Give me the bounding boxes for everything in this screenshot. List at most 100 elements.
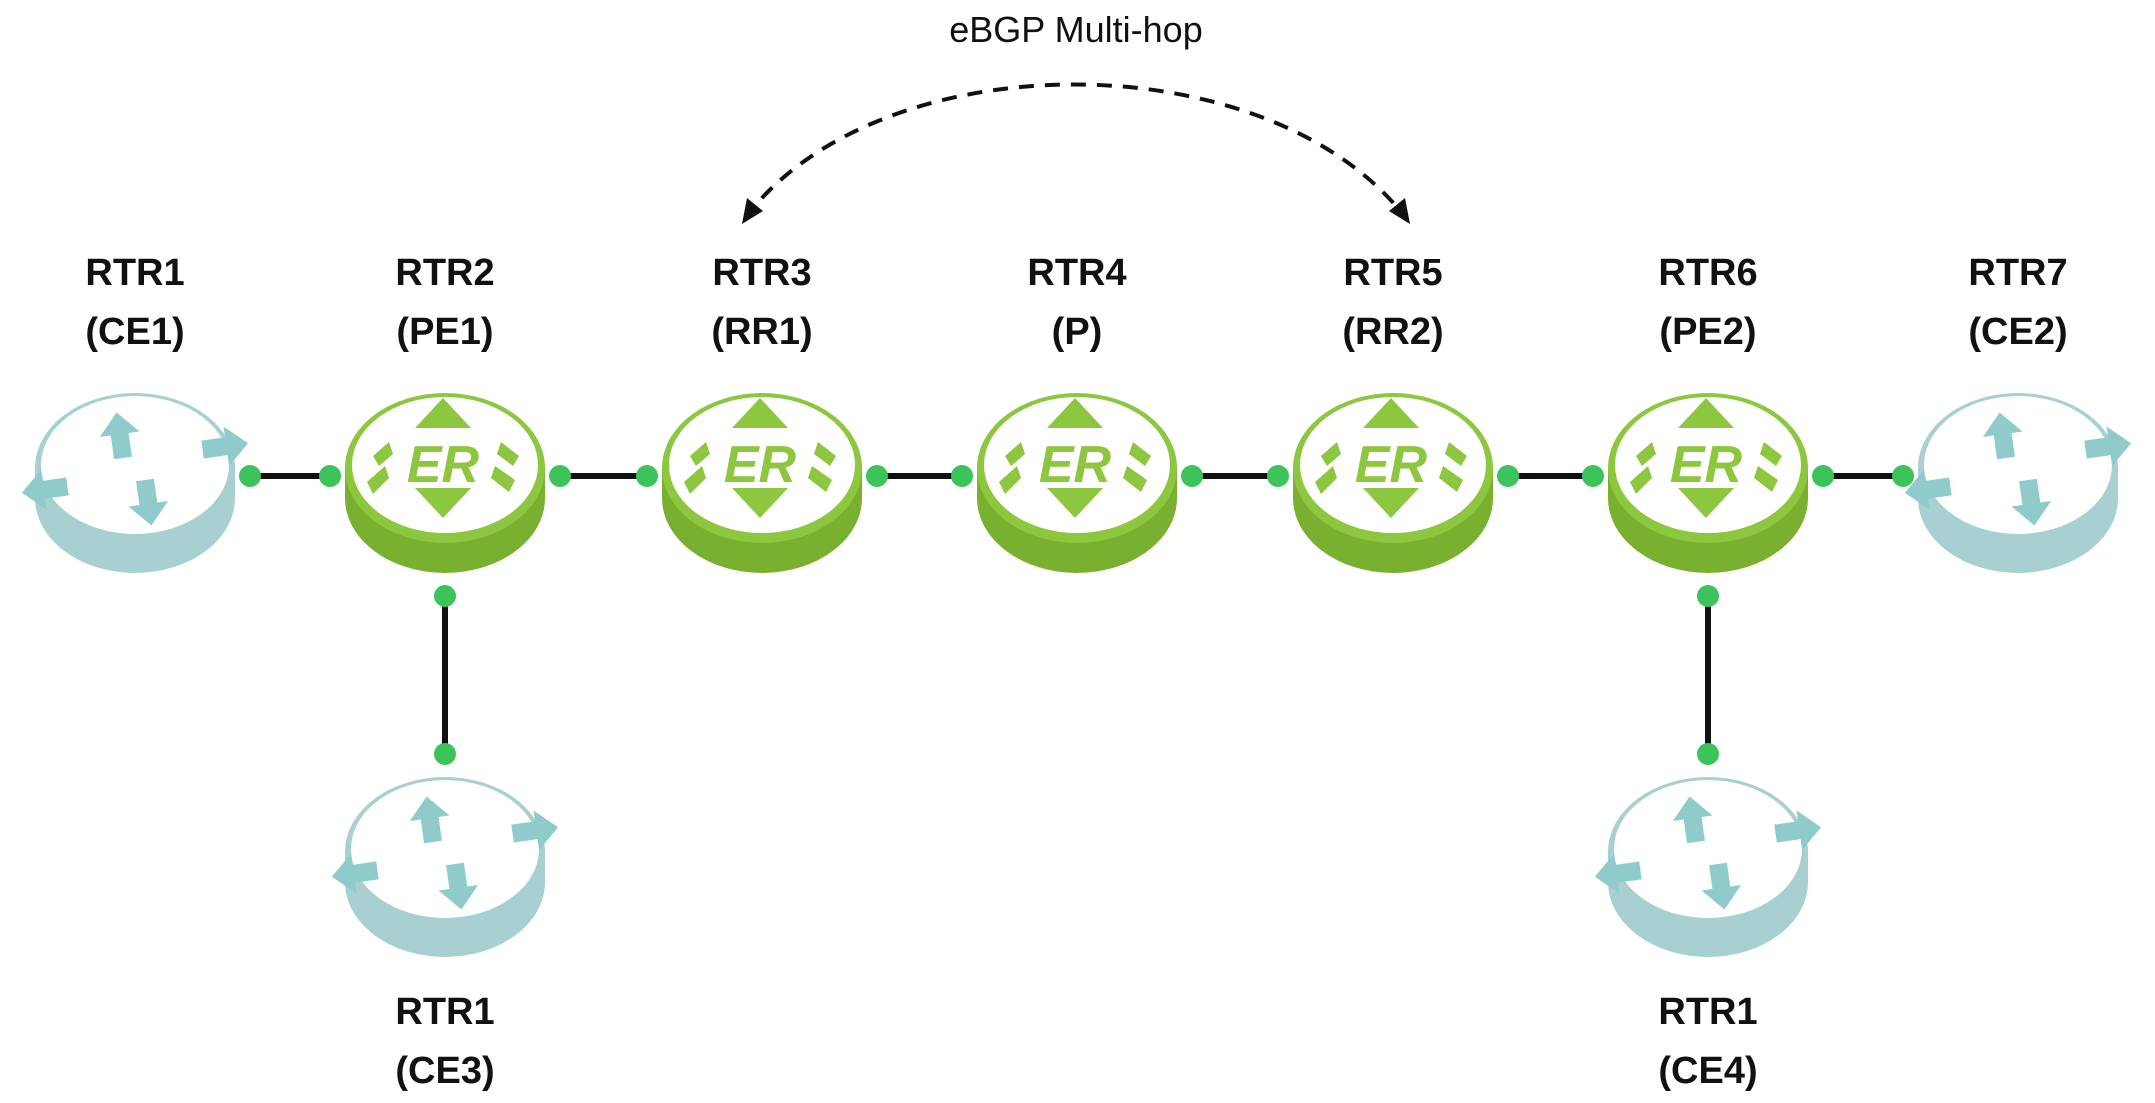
er-router-icon: ER [999, 398, 1151, 518]
port-dot [1812, 465, 1834, 487]
er-router-icon: ER [684, 398, 836, 518]
link-rtr4-rtr5 [1181, 465, 1289, 487]
triangle-up-icon [1363, 398, 1419, 428]
router-top [352, 397, 538, 533]
router-arrows-icon [1594, 796, 1822, 910]
er-logo-text: ER [407, 436, 480, 494]
router-name: RTR1 [1658, 991, 1757, 1033]
chevron-right-icon [808, 466, 832, 492]
router-label-rtr1_ce4: RTR1 (CE4) [1658, 991, 1757, 1092]
chevron-left-icon [690, 442, 710, 466]
chevron-right-icon [1760, 442, 1782, 466]
triangle-up-icon [415, 398, 471, 428]
port-dot [319, 465, 341, 487]
router-top [41, 396, 229, 534]
router-name: RTR5 [1343, 252, 1442, 294]
router-rtr1_ce1[interactable] [19, 393, 251, 573]
router-top [1924, 396, 2112, 534]
router-rtr1_ce3[interactable] [329, 777, 561, 957]
er-logo-text: ER [724, 436, 797, 494]
triangle-down-icon [1678, 488, 1734, 518]
nodes-layer: ER ER ER ER ER [19, 393, 2134, 957]
router-name: RTR7 [1968, 252, 2067, 294]
router-label-rtr1_ce1: RTR1(CE1) [85, 252, 184, 353]
chevron-right-icon [1445, 442, 1467, 466]
router-rtr1_ce4[interactable] [1592, 777, 1824, 957]
ebgp-session [742, 82, 1410, 224]
link-rtr1_ce1-rtr2 [239, 465, 341, 487]
chevron-right-icon [491, 466, 515, 492]
router-label-rtr7: RTR7 (CE2) [1968, 252, 2067, 353]
router-rtr2[interactable]: ER [345, 393, 545, 573]
chevron-left-icon [1005, 442, 1025, 466]
er-router-icon: ER [367, 398, 519, 518]
router-name: RTR2 [395, 252, 494, 294]
chevron-left-icon [373, 442, 393, 466]
router-role: (CE3) [395, 1050, 494, 1092]
port-dot [1267, 465, 1289, 487]
router-name: RTR1 [395, 991, 494, 1033]
router-label-rtr5: RTR5(RR2) [1342, 252, 1443, 353]
er-router-icon: ER [1315, 398, 1467, 518]
port-dot [239, 465, 261, 487]
chevron-left-icon [367, 466, 389, 494]
port-dot [434, 743, 456, 765]
link-rtr2-rtr3 [549, 465, 658, 487]
chevron-right-icon [814, 442, 836, 466]
router-top [1614, 780, 1802, 918]
router-name: RTR4 [1027, 252, 1126, 294]
chevron-left-icon [1630, 466, 1652, 494]
router-label-rtr2: RTR2 (PE1) [395, 252, 494, 353]
router-label-rtr1_ce3: RTR1 (CE3) [395, 991, 494, 1092]
router-top [1300, 397, 1486, 533]
link-rtr3-rtr4 [866, 465, 973, 487]
router-rtr7[interactable] [1902, 393, 2134, 573]
triangle-up-icon [1678, 398, 1734, 428]
chevron-left-icon [1321, 442, 1341, 466]
chevron-left-icon [684, 466, 706, 494]
triangle-down-icon [415, 488, 471, 518]
port-dot [1697, 743, 1719, 765]
er-logo-text: ER [1039, 436, 1112, 494]
router-rtr6[interactable]: ER [1608, 393, 1808, 573]
router-top [1615, 397, 1801, 533]
router-label-rtr3: RTR3(RR1) [711, 252, 812, 353]
link-rtr5-rtr6 [1497, 465, 1604, 487]
triangle-up-icon [732, 398, 788, 428]
router-role: (CE1) [85, 311, 184, 353]
triangle-up-icon [1047, 398, 1103, 428]
router-role: (CE2) [1968, 311, 2067, 353]
chevron-left-icon [1315, 466, 1337, 494]
router-role: (PE1) [396, 311, 493, 353]
router-name: RTR6 [1658, 252, 1757, 294]
labels-layer: RTR1(CE1)RTR2(PE1)RTR3(RR1)RTR4(P)RTR5(R… [85, 252, 2067, 1092]
chevron-right-icon [1123, 466, 1147, 492]
links-layer [239, 465, 1914, 765]
router-name: RTR3 [712, 252, 811, 294]
triangle-down-icon [1047, 488, 1103, 518]
arc-arrowhead-right-icon [1389, 198, 1410, 224]
router-label-rtr4: RTR4(P) [1027, 252, 1126, 353]
router-arrows-icon [1904, 412, 2132, 526]
port-dot [1181, 465, 1203, 487]
router-role: (CE4) [1658, 1050, 1757, 1092]
router-rtr3[interactable]: ER [662, 393, 862, 573]
chevron-right-icon [497, 442, 519, 466]
router-label-rtr6: RTR6 (PE2) [1658, 252, 1757, 353]
router-rtr4[interactable]: ER [977, 393, 1177, 573]
chevron-right-icon [1754, 466, 1778, 492]
port-dot [1892, 465, 1914, 487]
router-top [669, 397, 855, 533]
port-dot [866, 465, 888, 487]
router-arrows-icon [21, 412, 249, 526]
router-rtr5[interactable]: ER [1293, 393, 1493, 573]
port-dot [1697, 585, 1719, 607]
router-role: (PE2) [1659, 311, 1756, 353]
session-label: eBGP Multi-hop [949, 9, 1202, 50]
port-dot [1497, 465, 1519, 487]
link-rtr6-rtr1_ce4 [1697, 585, 1719, 765]
port-dot [1582, 465, 1604, 487]
port-dot [434, 585, 456, 607]
triangle-down-icon [1363, 488, 1419, 518]
